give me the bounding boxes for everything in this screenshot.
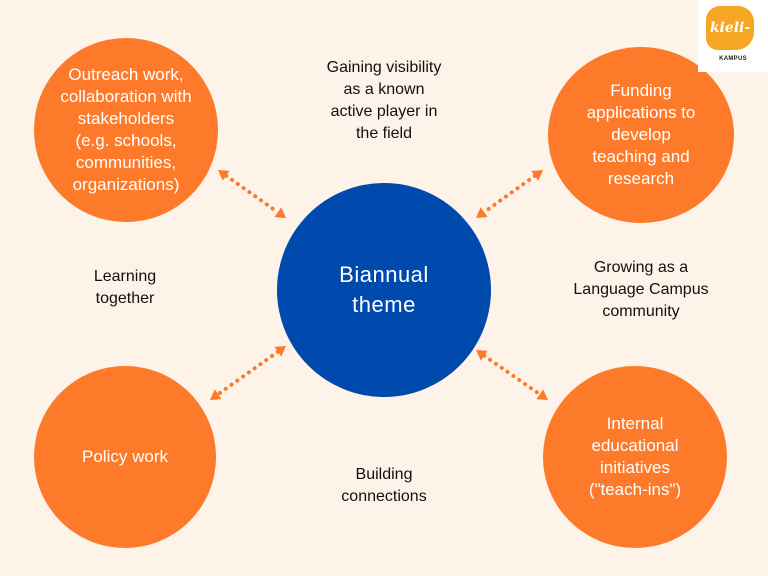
connector-top-right-arrowhead-center bbox=[476, 207, 488, 218]
node-outreach-work: Outreach work, collaboration with stakeh… bbox=[34, 38, 218, 222]
connector-top-right-arrowhead-node bbox=[531, 170, 543, 181]
center-label: Biannual theme bbox=[339, 262, 429, 317]
goal-building-connections: Building connections bbox=[341, 466, 427, 505]
node-funding-applications-label: Funding applications to develop teaching… bbox=[586, 81, 696, 188]
logo-brand-text: kieli- bbox=[709, 20, 751, 36]
connector-bottom-left-arrowhead-node bbox=[274, 346, 286, 357]
connector-bottom-right-dotted-line bbox=[482, 353, 542, 397]
connector-bottom-left-dotted-line bbox=[216, 349, 280, 397]
goal-growing-community: Growing as a Language Campus community bbox=[573, 259, 709, 320]
goal-learning-together: Learning together bbox=[93, 268, 157, 307]
connector-bottom-right-arrowhead-center bbox=[536, 389, 548, 400]
node-policy-work: Policy work bbox=[34, 366, 216, 548]
connector-bottom-right-arrowhead-node bbox=[476, 350, 488, 361]
node-funding-applications: Funding applications to develop teaching… bbox=[548, 47, 734, 223]
logo-subtitle: KAMPUS bbox=[719, 56, 747, 62]
connector-bottom-left-arrowhead-center bbox=[210, 389, 222, 400]
connector-top-left-arrowhead-node bbox=[218, 170, 230, 181]
node-internal-initiatives: Internal educational initiatives ("teach… bbox=[543, 366, 727, 548]
connector-top-left-arrowhead-center bbox=[274, 207, 286, 218]
node-policy-work-label: Policy work bbox=[82, 447, 168, 466]
goal-gaining-visibility: Gaining visibility as a known active pla… bbox=[326, 59, 442, 142]
logo-badge-icon: kieli- bbox=[706, 6, 754, 50]
connector-top-right-dotted-line bbox=[482, 173, 537, 215]
center-biannual-theme: Biannual theme bbox=[277, 183, 491, 397]
connector-top-left-dotted-line bbox=[224, 173, 280, 215]
node-internal-initiatives-label: Internal educational initiatives ("teach… bbox=[588, 414, 682, 499]
node-outreach-work-label: Outreach work, collaboration with stakeh… bbox=[60, 65, 192, 194]
kielikampus-logo: kieli- KAMPUS bbox=[698, 0, 768, 72]
